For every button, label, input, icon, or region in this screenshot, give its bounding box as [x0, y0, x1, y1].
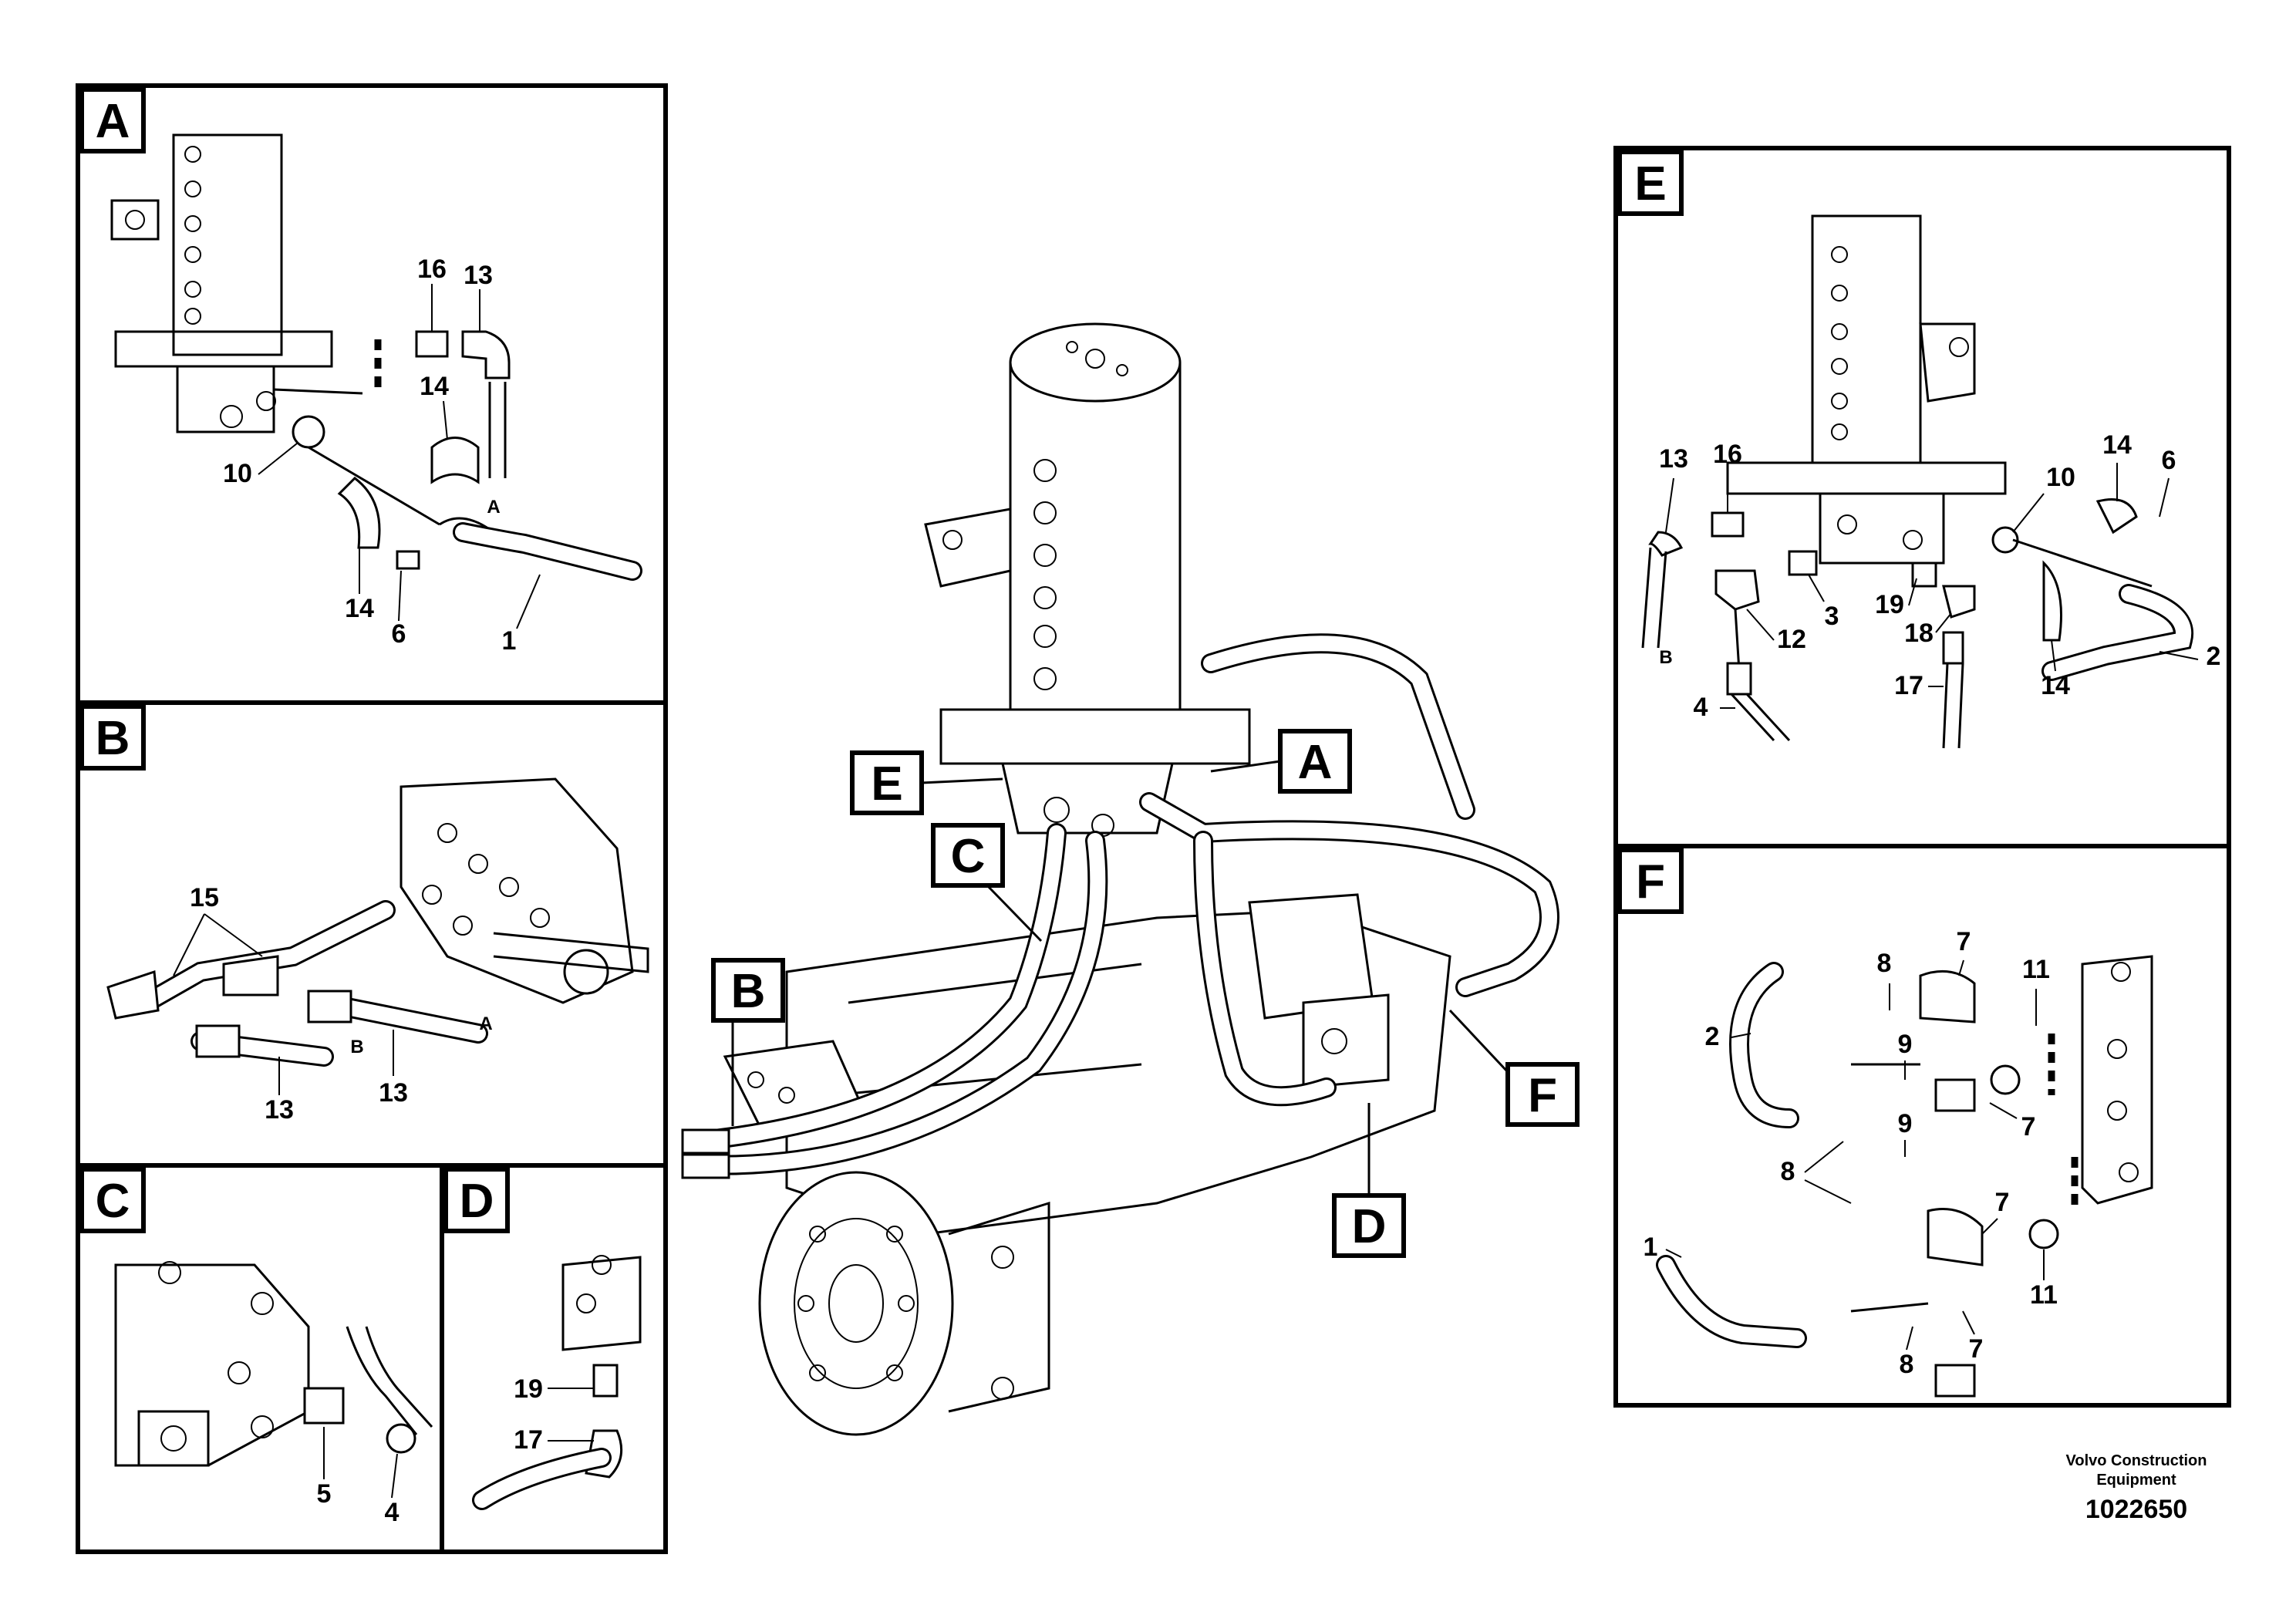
detail-panel-b: B 15 B A 13 13: [76, 700, 668, 1168]
hose-end-a: A: [479, 1013, 492, 1034]
callout-13: 13: [1659, 444, 1688, 474]
callout-2: 2: [2207, 642, 2221, 671]
callout-18: 18: [1904, 619, 1934, 648]
pump-drawing: [400, 777, 649, 1004]
callout-11: 11: [2022, 955, 2050, 984]
callout-4: 4: [1694, 693, 1708, 722]
hose-end-b: B: [350, 1037, 363, 1057]
callout-12: 12: [1777, 625, 1806, 654]
callout-3: 3: [1825, 602, 1839, 631]
main-tag-a: A: [1298, 736, 1333, 789]
detail-panel-a: A 16 13 14 A 10: [76, 83, 668, 705]
callout-8: 8: [1900, 1350, 1914, 1379]
callout-6: 6: [2162, 446, 2176, 475]
panel-b-tag: B: [96, 712, 130, 765]
callout-19: 19: [1875, 590, 1904, 619]
callout-9: 9: [1898, 1030, 1913, 1059]
main-tag-b: B: [731, 965, 766, 1018]
panel-f-tag: F: [1636, 855, 1665, 909]
callout-17: 17: [1894, 671, 1923, 700]
detail-panel-c: C 5 4: [76, 1163, 444, 1554]
panel-d-tag: D: [460, 1175, 494, 1228]
callout-4: 4: [385, 1498, 400, 1527]
callout-7: 7: [1969, 1334, 1984, 1364]
detail-panel-f: F 7 8 11 2 9 7 9 8 7 1: [1613, 844, 2231, 1408]
callout-13: 13: [265, 1095, 294, 1125]
callout-10: 10: [223, 459, 252, 488]
callout-13: 13: [379, 1078, 408, 1108]
callout-2: 2: [1705, 1022, 1720, 1051]
main-assembly: E A C B F D: [681, 322, 1580, 1436]
callout-17: 17: [514, 1425, 543, 1455]
main-tag-e: E: [871, 757, 902, 811]
callout-14: 14: [2041, 671, 2070, 700]
callout-6: 6: [392, 619, 406, 649]
callout-16: 16: [417, 255, 447, 284]
hose-end-b: B: [1659, 647, 1672, 668]
main-tag-f: F: [1528, 1069, 1557, 1122]
swivel-column-drawing: [110, 133, 333, 433]
callout-14: 14: [345, 594, 374, 623]
main-tag-c: C: [951, 830, 986, 883]
callout-8: 8: [1781, 1157, 1795, 1186]
callout-7: 7: [2021, 1112, 2036, 1141]
callout-10: 10: [2046, 463, 2075, 492]
callout-9: 9: [1898, 1109, 1913, 1138]
detail-panel-e: E 13 16 14 6 10: [1613, 146, 2231, 848]
callout-7: 7: [1957, 927, 1971, 956]
detail-panel-d: D 19 17: [440, 1163, 668, 1554]
panel-e-tag: E: [1634, 157, 1666, 211]
callout-19: 19: [514, 1374, 543, 1404]
callout-14: 14: [2102, 430, 2132, 460]
callout-1: 1: [502, 626, 517, 656]
company-line-2: Equipment: [2096, 1472, 2176, 1489]
callout-8: 8: [1877, 949, 1892, 978]
callout-15: 15: [190, 883, 219, 912]
motor-block-drawing: [114, 1261, 310, 1467]
panel-a-tag: A: [96, 95, 130, 148]
callout-13: 13: [464, 261, 493, 290]
drawing-number: 1022650: [2085, 1495, 2187, 1524]
callout-1: 1: [1644, 1233, 1658, 1262]
callout-16: 16: [1713, 440, 1742, 469]
callout-11: 11: [2030, 1280, 2058, 1310]
callout-5: 5: [317, 1479, 332, 1509]
company-line-1: Volvo Construction: [2066, 1452, 2207, 1469]
main-tag-d: D: [1352, 1200, 1387, 1253]
hose-end-a: A: [487, 497, 500, 518]
panel-c-tag: C: [96, 1175, 130, 1228]
callout-14: 14: [420, 372, 449, 401]
callout-7: 7: [1995, 1188, 2010, 1217]
